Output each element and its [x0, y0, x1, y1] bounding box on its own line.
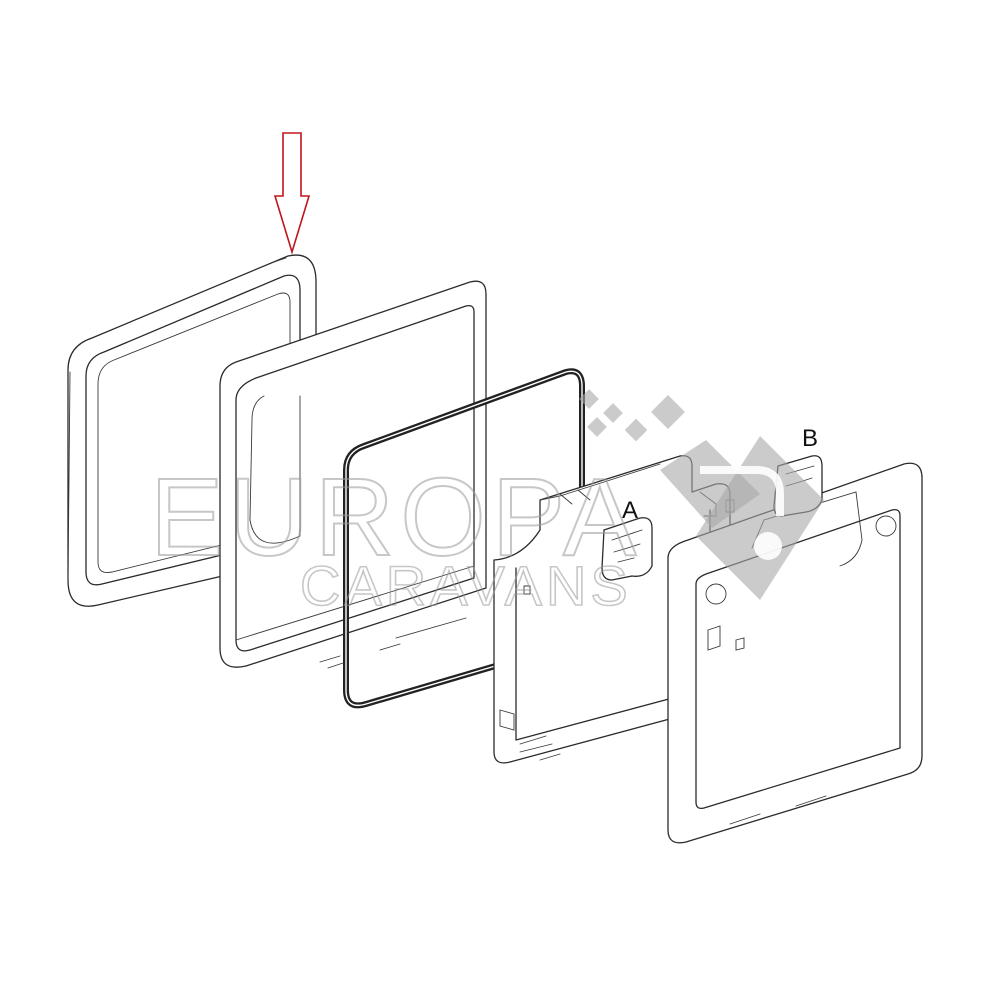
callout-b: B — [802, 425, 818, 452]
watermark-line1: EUROPA — [150, 456, 642, 579]
callout-a: A — [622, 497, 638, 524]
clip-a — [601, 517, 653, 581]
middle-frame — [219, 280, 487, 669]
watermark: EUROPA CARAVANS — [149, 389, 824, 618]
pointer-arrow-icon — [273, 132, 311, 255]
watermark-logo-icon — [579, 389, 824, 600]
watermark-line2: CARAVANS — [300, 554, 632, 617]
